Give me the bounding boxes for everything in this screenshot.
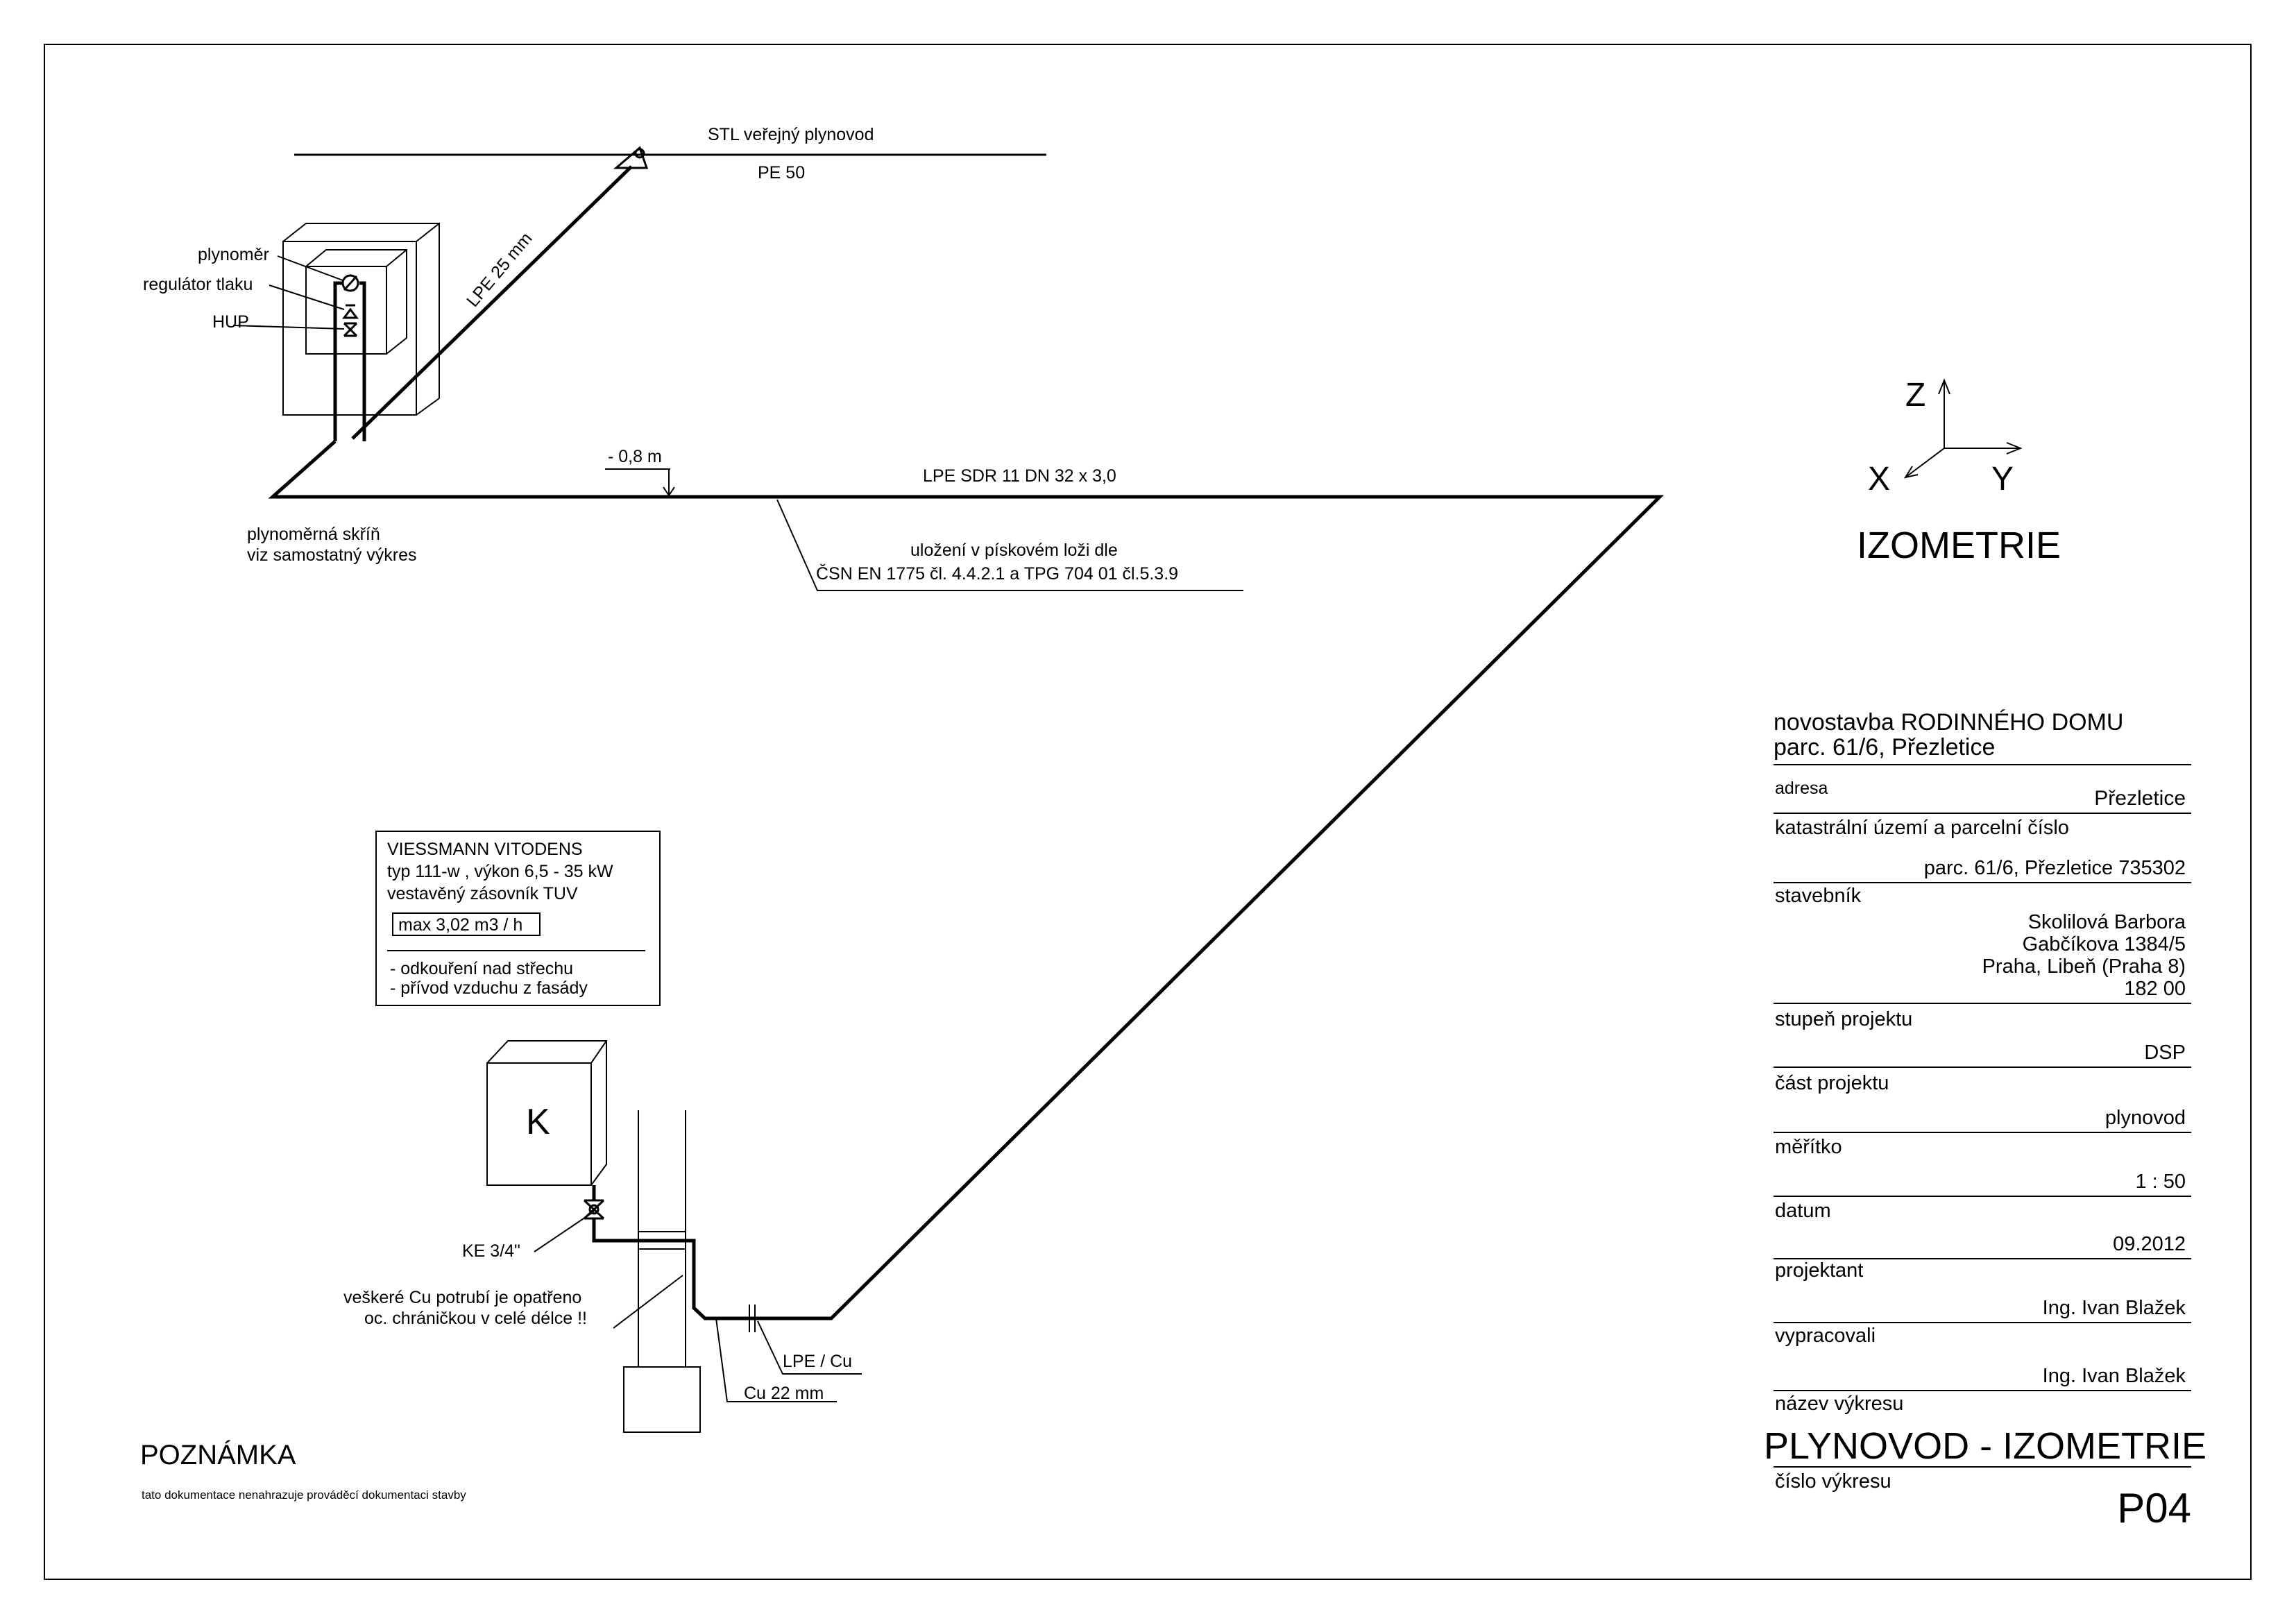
spec-line-3: vestavěný zásovník TUV (387, 884, 578, 903)
hup-label: HUP (212, 312, 249, 332)
scale-value: 1 : 50 (2135, 1171, 2186, 1193)
axis-x-label: X (1868, 461, 1890, 498)
cabinet-caption-2: viz samostatný výkres (247, 545, 417, 565)
boiler-note-1: - odkouření nad střechu (390, 959, 573, 978)
bedding-note-1: uložení v pískovém loži dle (910, 541, 1118, 560)
pressure-regulator-symbol (342, 304, 359, 319)
regulator-label: regulátor tlaku (143, 275, 253, 294)
designer-label: projektant (1775, 1259, 1863, 1282)
cu-pipe-label: Cu 22 mm (744, 1384, 824, 1403)
axis-y-label: Y (1991, 461, 2014, 498)
part-label: část projektu (1775, 1072, 1889, 1094)
drawing-number-label: číslo výkresu (1775, 1470, 1891, 1493)
meter-label: plynoměr (198, 245, 269, 264)
boiler-valve (583, 1185, 605, 1220)
axis-z-label: Z (1905, 377, 1925, 414)
sheet-border (44, 44, 2252, 1580)
transition-label: LPE / Cu (783, 1352, 852, 1371)
isometry-title: IZOMETRIE (1857, 525, 2061, 566)
builder-line-2: Gabčíkova 1384/5 (2023, 933, 2186, 955)
house-wall (623, 1110, 701, 1433)
hup-valve-symbol (343, 322, 358, 337)
builder-line-3: Praha, Libeň (Praha 8) (1982, 955, 2186, 978)
address-label: adresa (1775, 779, 1828, 798)
cadastre-label: katastrální území a parcelní číslo (1775, 817, 2069, 839)
scale-label: měřítko (1775, 1136, 1842, 1158)
part-value: plynovod (2105, 1107, 2186, 1129)
builder-line-4: 182 00 (2124, 978, 2186, 1000)
gas-main: STL veřejný plynovod PE 50 (294, 125, 1046, 182)
spec-line-1: VIESSMANN VITODENS (387, 840, 583, 859)
spec-line-2: typ 111-w , výkon 6,5 - 35 kW (387, 862, 613, 881)
main-pipe (268, 440, 1665, 1320)
connection-pipe (351, 165, 633, 440)
builder-label: stavebník (1775, 885, 1862, 907)
stage-label: stupeň projektu (1775, 1008, 1912, 1030)
meter-cabinet: plynoměr regulátor tlaku HUP (143, 223, 440, 441)
drawing-number-value: P04 (2117, 1485, 2191, 1531)
address-value: Přezletice (2094, 787, 2186, 810)
prepared-value: Ing. Ivan Blažek (2043, 1365, 2186, 1387)
pipe-depth: - 0,8 m (608, 447, 662, 466)
isometric-axes: Z X Y (1868, 377, 2023, 498)
drawing-name-value: PLYNOVOD - IZOMETRIE (1764, 1425, 2206, 1467)
designer-value: Ing. Ivan Blažek (2043, 1297, 2186, 1319)
note-text: tato dokumentace nenahrazuje prováděcí d… (142, 1488, 466, 1502)
valve-label: KE 3/4" (462, 1241, 520, 1261)
project-title-2: parc. 61/6, Přezletice (1774, 734, 1995, 760)
project-title-1: novostavba RODINNÉHO DOMU (1774, 709, 2123, 736)
bedding-note-2: ČSN EN 1775 čl. 4.4.2.1 a TPG 704 01 čl.… (816, 563, 1178, 584)
copper-pipe (592, 1218, 744, 1320)
cu-note-1: veškeré Cu potrubí je opatřeno (343, 1288, 581, 1307)
boiler-spec-box: VIESSMANN VITODENS typ 111-w , výkon 6,5… (375, 831, 661, 1006)
title-block: novostavba RODINNÉHO DOMU parc. 61/6, Př… (1764, 709, 2206, 1531)
drawing-name-label: název výkresu (1775, 1393, 1903, 1415)
builder-line-1: Skolilová Barbora (2028, 911, 2186, 933)
gas-main-material: PE 50 (758, 163, 805, 182)
boiler: K (486, 1040, 607, 1186)
gas-main-label: STL veřejný plynovod (708, 125, 874, 144)
stage-value: DSP (2144, 1042, 2186, 1064)
cabinet-caption-1: plynoměrná skříň (247, 525, 380, 544)
cu-note-2: oc. chráničkou v celé délce !! (364, 1309, 587, 1328)
date-value: 09.2012 (2113, 1233, 2186, 1255)
date-label: datum (1775, 1200, 1831, 1222)
note-heading: POZNÁMKA (140, 1439, 296, 1470)
main-pipe-label: LPE SDR 11 DN 32 x 3,0 (923, 466, 1116, 486)
boiler-symbol: K (526, 1102, 550, 1142)
prepared-label: vypracovali (1775, 1325, 1876, 1347)
flow-rate: max 3,02 m3 / h (398, 915, 522, 935)
boiler-note-2: - přívod vzduchu z fasády (390, 978, 588, 998)
cadastre-value: parc. 61/6, Přezletice 735302 (1924, 857, 2186, 879)
